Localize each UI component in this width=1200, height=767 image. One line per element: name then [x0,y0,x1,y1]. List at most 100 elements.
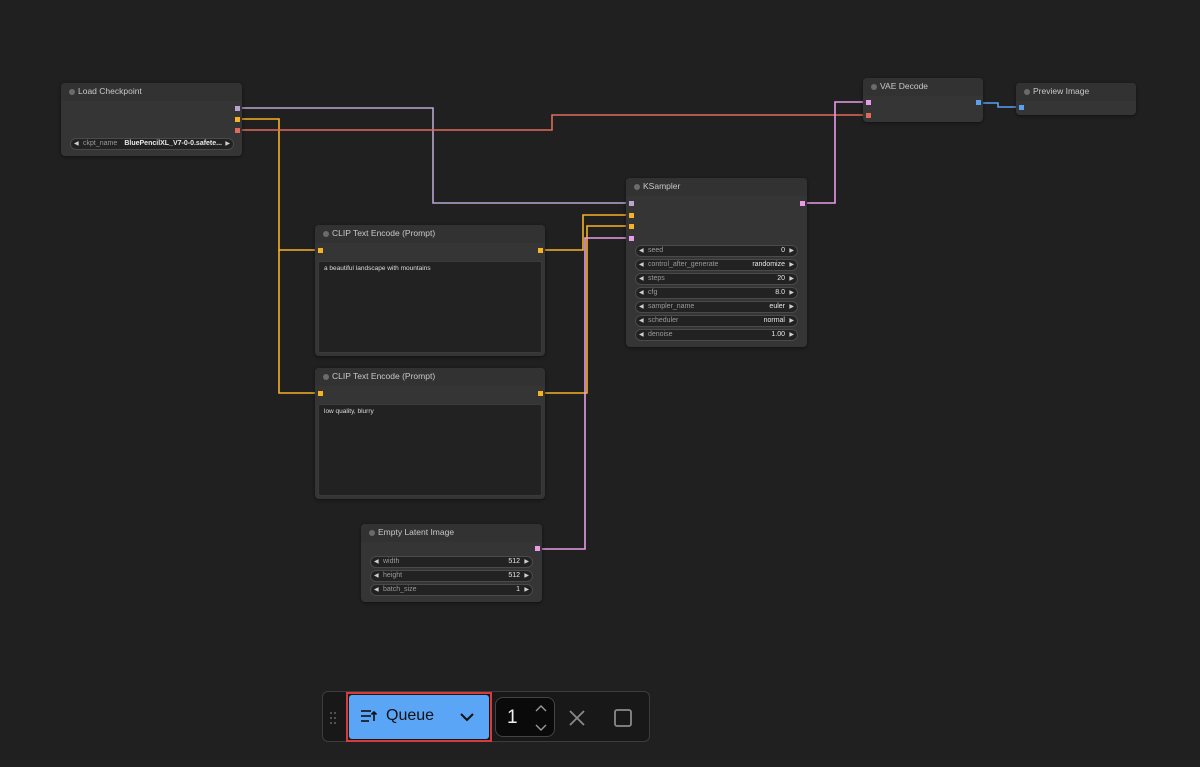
decrement-arrow-icon[interactable]: ◀ [374,587,379,593]
clip-link-negative [278,250,318,394]
node-empty-latent-image[interactable]: Empty Latent Image ◀ width 512 ▶ ◀ heigh… [361,524,542,602]
chevron-down-icon[interactable] [459,709,475,730]
increment-arrow-icon[interactable]: ▶ [789,290,794,296]
clip-input-slot[interactable] [318,391,323,396]
chevron-up-icon[interactable] [534,702,548,714]
collapse-dot-icon[interactable] [69,89,75,95]
steps-widget[interactable]: ◀ steps 20 ▶ [635,273,798,285]
prompt-textarea[interactable]: a beautiful landscape with mountains [318,261,542,353]
vae-input-slot[interactable] [866,113,871,118]
collapse-dot-icon[interactable] [1024,89,1030,95]
node-clip-text-encode-negative[interactable]: CLIP Text Encode (Prompt) low quality, b… [315,368,545,499]
model-input-slot[interactable] [629,201,634,206]
seed-widget[interactable]: ◀ seed 0 ▶ [635,245,798,257]
collapse-dot-icon[interactable] [323,374,329,380]
queue-button[interactable]: Queue [349,695,489,739]
widget-value: 512 [508,572,520,579]
increment-arrow-icon[interactable]: ▶ [524,573,529,579]
queue-button-highlight [346,692,492,742]
node-clip-text-encode-positive[interactable]: CLIP Text Encode (Prompt) a beautiful la… [315,225,545,356]
collapse-dot-icon[interactable] [871,84,877,90]
batch-size-widget[interactable]: ◀ batch_size 1 ▶ [370,584,533,596]
widget-value: normal [763,317,785,324]
samples-link [805,101,866,204]
node-vae-decode[interactable]: VAE Decode [863,78,983,122]
node-title: Load Checkpoint [78,86,142,96]
node-header: VAE Decode [863,78,983,96]
conditioning-output-slot[interactable] [538,248,543,253]
widget-label: denoise [648,331,673,338]
decrement-arrow-icon[interactable]: ◀ [639,304,644,310]
widget-label: control_after_generate [648,261,719,268]
left-arrow-icon[interactable]: ◀ [74,141,79,147]
images-input-slot[interactable] [1019,105,1024,110]
decrement-arrow-icon[interactable]: ◀ [374,573,379,579]
model-output-slot[interactable] [235,106,240,111]
increment-arrow-icon[interactable]: ▶ [789,304,794,310]
collapse-dot-icon[interactable] [323,231,329,237]
latent-output-slot[interactable] [535,546,540,551]
node-title: KSampler [643,181,681,191]
batch-count-value[interactable]: 1 [507,707,518,728]
cfg-widget[interactable]: ◀ cfg 8.0 ▶ [635,287,798,299]
increment-arrow-icon[interactable]: ▶ [524,559,529,565]
decrement-arrow-icon[interactable]: ◀ [639,332,644,338]
widget-label: steps [648,275,665,282]
increment-arrow-icon[interactable]: ▶ [789,248,794,254]
decrement-arrow-icon[interactable]: ◀ [639,290,644,296]
latent-link [540,237,628,550]
control-after-generate-widget[interactable]: ◀ control_after_generate randomize ▶ [635,259,798,271]
negative-input-slot[interactable] [629,224,634,229]
increment-arrow-icon[interactable]: ▶ [789,318,794,324]
increment-arrow-icon[interactable]: ▶ [789,332,794,338]
increment-arrow-icon[interactable]: ▶ [524,587,529,593]
prompt-textarea[interactable]: low quality, blurry [318,404,542,496]
decrement-arrow-icon[interactable]: ◀ [639,318,644,324]
right-arrow-icon[interactable]: ▶ [225,141,230,147]
vae-output-slot[interactable] [235,128,240,133]
decrement-arrow-icon[interactable]: ◀ [639,276,644,282]
latent-output-slot[interactable] [800,201,805,206]
height-widget[interactable]: ◀ height 512 ▶ [370,570,533,582]
node-header: Preview Image [1016,83,1136,101]
decrement-arrow-icon[interactable]: ◀ [639,262,644,268]
stop-icon[interactable] [612,707,634,729]
decrement-arrow-icon[interactable]: ◀ [639,248,644,254]
scheduler-widget[interactable]: ◀ scheduler normal ▶ [635,315,798,327]
sampler-name-widget[interactable]: ◀ sampler_name euler ▶ [635,301,798,313]
image-output-slot[interactable] [976,100,981,105]
width-widget[interactable]: ◀ width 512 ▶ [370,556,533,568]
close-icon[interactable] [566,707,588,729]
node-header: Load Checkpoint [61,83,242,101]
collapse-dot-icon[interactable] [369,530,375,536]
clip-link-positive [240,118,318,251]
decrement-arrow-icon[interactable]: ◀ [374,559,379,565]
chevron-down-icon[interactable] [534,720,548,732]
batch-count-stepper[interactable]: 1 [495,697,555,737]
node-preview-image[interactable]: Preview Image [1016,83,1136,115]
ckpt-name-combo[interactable]: ◀ ckpt_name BluePencilXL_V7-0-0.safete..… [70,138,234,150]
clip-input-slot[interactable] [318,248,323,253]
queue-list-icon [360,707,378,730]
latent-input-slot[interactable] [629,236,634,241]
clip-output-slot[interactable] [235,117,240,122]
widget-value: 20 [777,275,785,282]
collapse-dot-icon[interactable] [634,184,640,190]
drag-handle-icon[interactable] [329,710,337,726]
widget-label: sampler_name [648,303,695,310]
node-load-checkpoint[interactable]: Load Checkpoint ◀ ckpt_name BluePencilXL… [61,83,242,156]
samples-input-slot[interactable] [866,100,871,105]
conditioning-output-slot[interactable] [538,391,543,396]
widget-value: 1 [516,586,520,593]
node-ksampler[interactable]: KSampler ◀ seed 0 ▶ ◀ control_after_gene… [626,178,807,347]
widget-value: BluePencilXL_V7-0-0.safete... [124,140,222,147]
node-title: CLIP Text Encode (Prompt) [332,371,436,381]
widget-value: 8.0 [775,289,785,296]
increment-arrow-icon[interactable]: ▶ [789,262,794,268]
positive-input-slot[interactable] [629,213,634,218]
increment-arrow-icon[interactable]: ▶ [789,276,794,282]
denoise-widget[interactable]: ◀ denoise 1.00 ▶ [635,329,798,341]
widget-value: 512 [508,558,520,565]
node-header: Empty Latent Image [361,524,542,542]
